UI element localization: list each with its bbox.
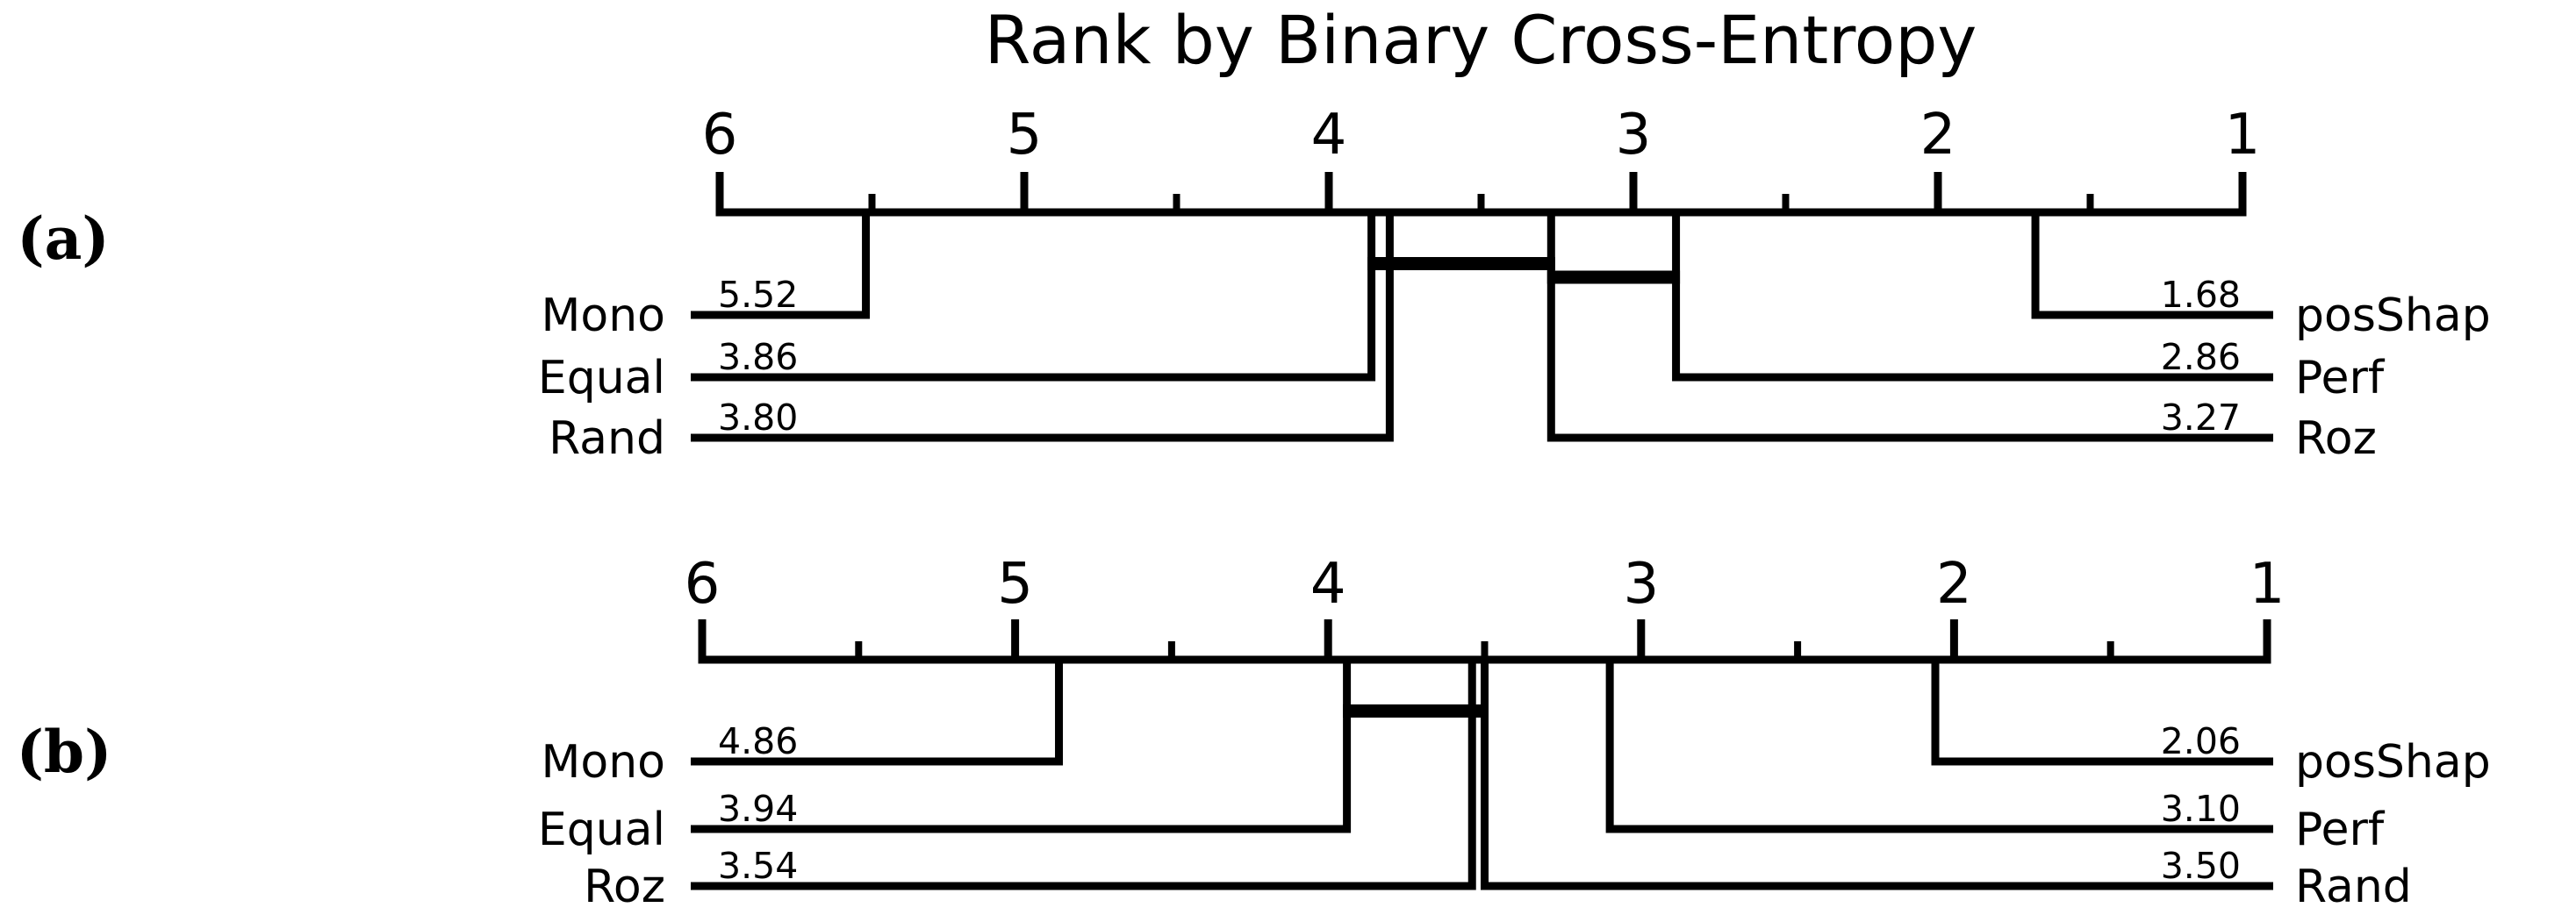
panel-a-label: (a) <box>17 204 109 273</box>
method-line-Roz <box>1546 212 2273 442</box>
method-score-Rand: 3.80 <box>718 397 798 439</box>
method-line-Rand <box>1481 660 2273 890</box>
rank-tick-label: 2 <box>1920 103 1956 168</box>
method-line-Roz <box>691 660 1476 890</box>
method-score-Roz: 3.54 <box>718 845 798 887</box>
method-label-Mono: Mono <box>542 736 665 789</box>
method-line-Mono <box>691 212 871 319</box>
method-score-Roz: 3.27 <box>2161 397 2241 439</box>
method-label-Roz: Roz <box>2295 412 2377 465</box>
clique-bar <box>1367 257 1555 270</box>
rank-tick-label: 6 <box>702 103 738 168</box>
chart-title: Rank by Binary Cross-Entropy <box>985 1 1977 79</box>
method-score-Equal: 3.94 <box>718 788 798 830</box>
method-score-Mono: 5.52 <box>718 274 798 316</box>
method-label-Equal: Equal <box>538 352 665 404</box>
method-line-Perf <box>1605 660 2273 833</box>
method-score-posShap: 1.68 <box>2161 274 2241 316</box>
method-label-Roz: Roz <box>584 861 665 913</box>
method-line-posShap <box>1931 660 2273 766</box>
rank-tick-label: 6 <box>685 552 721 617</box>
method-score-Mono: 4.86 <box>718 720 798 762</box>
method-label-Perf: Perf <box>2295 352 2386 404</box>
method-label-Rand: Rand <box>549 412 665 465</box>
clique-bar <box>1343 704 1489 718</box>
rank-tick-label: 1 <box>2225 103 2261 168</box>
method-label-Mono: Mono <box>542 289 665 342</box>
method-line-Rand <box>691 212 1394 442</box>
rank-tick-label: 4 <box>1310 552 1346 617</box>
rank-tick-label: 3 <box>1616 103 1652 168</box>
method-line-Mono <box>691 660 1064 766</box>
panel-b-label: (b) <box>17 718 112 786</box>
clique-bar <box>1546 270 1681 284</box>
method-score-Perf: 3.10 <box>2161 788 2241 830</box>
rank-tick-label: 3 <box>1623 552 1659 617</box>
rank-tick-label: 2 <box>1936 552 1972 617</box>
method-label-posShap: posShap <box>2295 289 2491 342</box>
method-label-Equal: Equal <box>538 804 665 856</box>
method-score-Equal: 3.86 <box>718 336 798 378</box>
method-score-posShap: 2.06 <box>2161 720 2241 762</box>
rank-tick-label: 1 <box>2250 552 2285 617</box>
rank-tick-label: 5 <box>997 552 1033 617</box>
rank-tick-label: 5 <box>1007 103 1043 168</box>
method-score-Rand: 3.50 <box>2161 845 2241 887</box>
method-label-posShap: posShap <box>2295 736 2491 789</box>
method-label-Perf: Perf <box>2295 804 2386 856</box>
method-line-posShap <box>2031 212 2273 319</box>
method-label-Rand: Rand <box>2295 861 2412 913</box>
rank-tick-label: 4 <box>1311 103 1347 168</box>
method-score-Perf: 2.86 <box>2161 336 2241 378</box>
method-line-Perf <box>1672 212 2273 382</box>
